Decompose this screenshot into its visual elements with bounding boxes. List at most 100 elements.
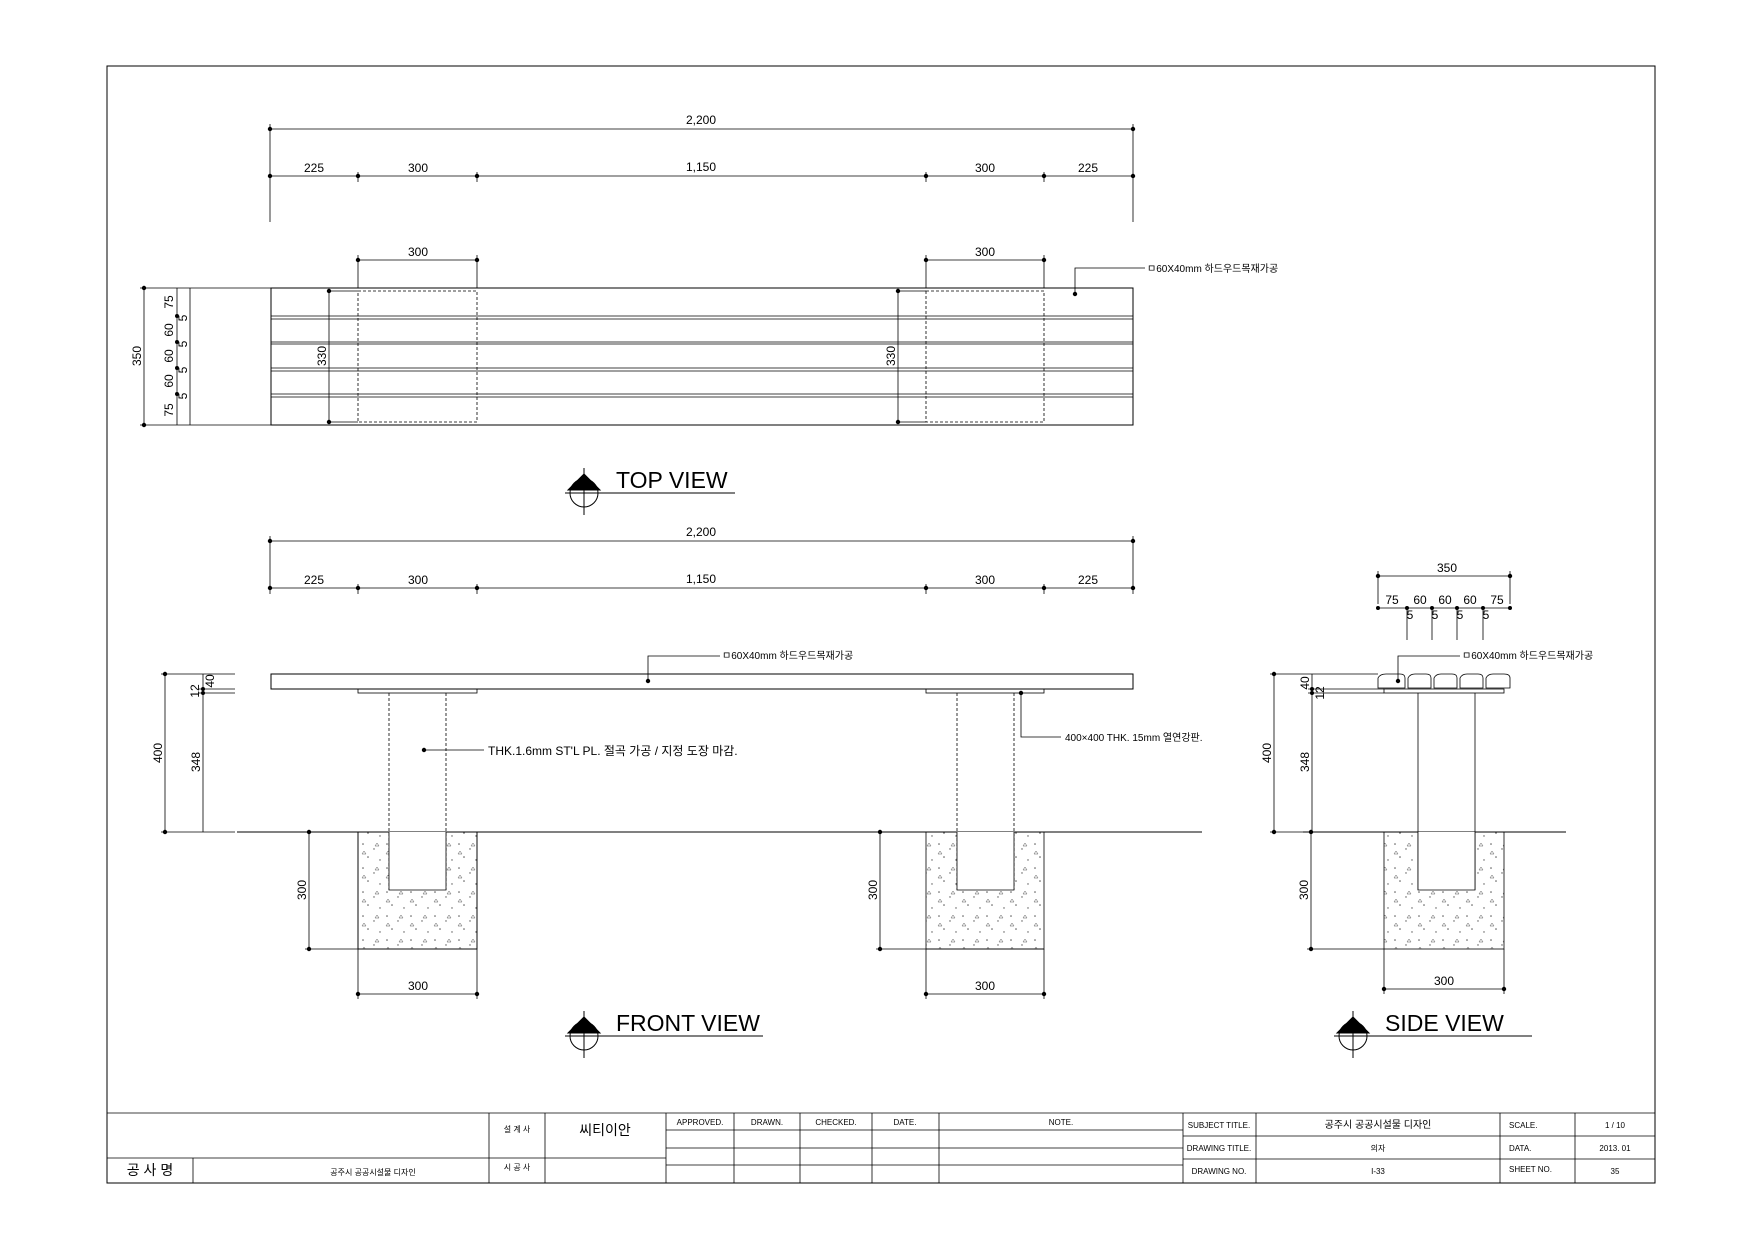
side-slat-60-b: 60 — [1438, 593, 1452, 607]
front-total-dim: 2,200 — [686, 525, 716, 539]
title-block — [107, 1112, 1655, 1183]
data-label: DATA. — [1509, 1144, 1531, 1153]
front-leg-dim-right: 300 — [975, 573, 995, 587]
subject-title-value: 공주시 공공시설물 디자인 — [1325, 1119, 1432, 1131]
side-footing-width: 300 — [1434, 974, 1454, 988]
top-view — [140, 124, 1145, 428]
owner-label: 공 사 명 — [127, 1162, 173, 1178]
drawing-title-value: 의자 — [1371, 1143, 1386, 1153]
approved-label: APPROVED. — [677, 1118, 724, 1127]
front-leg-dim-left: 300 — [408, 573, 428, 587]
front-footing-width-left: 300 — [408, 979, 428, 993]
top-gap-a: 5 — [176, 314, 190, 321]
drawn-label: DRAWN. — [751, 1118, 783, 1127]
front-plate-note: 400×400 THK. 15mm 열연강판. — [1065, 732, 1203, 744]
front-footing-depth-right: 300 — [866, 880, 880, 900]
subject-title-label: SUBJECT TITLE. — [1188, 1121, 1250, 1130]
title-block-labels: 공 사 명 공주시 공공시설물 디자인 설 계 사 씨티이안 시 공 사 APP… — [127, 1118, 1631, 1178]
side-height-total: 400 — [1260, 743, 1274, 763]
date-label: DATE. — [894, 1118, 917, 1127]
top-total-dim: 2,200 — [686, 113, 716, 127]
front-height-total: 400 — [151, 743, 165, 763]
front-post-note: THK.1.6mm ST'L PL. 절곡 가공 / 지정 도장 마감. — [488, 744, 738, 758]
section-marker-icon — [565, 468, 735, 515]
front-footing-width-right: 300 — [975, 979, 995, 993]
top-slat-60-c: 60 — [162, 374, 176, 388]
side-height-seat: 40 — [1298, 676, 1312, 690]
top-span-dim: 1,150 — [686, 160, 716, 174]
side-gap-d: 5 — [1483, 608, 1490, 622]
top-view-label: TOP VIEW — [616, 467, 728, 493]
side-height-post: 348 — [1298, 752, 1312, 772]
side-footing — [1383, 831, 1505, 950]
designer-label: 설 계 사 — [504, 1124, 531, 1134]
front-view-labels: 2,200 225 300 1,150 300 225 400 348 12 4… — [151, 525, 1203, 993]
top-leg-width-left: 300 — [408, 245, 428, 259]
data-value: 2013. 01 — [1599, 1144, 1631, 1153]
top-leg-dim-right: 300 — [975, 161, 995, 175]
top-wood-note: ㅁ60X40mm 하드우드목재가공 — [1147, 262, 1278, 275]
front-view-label: FRONT VIEW — [616, 1010, 760, 1036]
top-view-labels: 2,200 225 300 1,150 300 225 300 300 330 … — [130, 113, 1278, 417]
top-end-dim-left: 225 — [304, 161, 324, 175]
top-gap-b: 5 — [176, 340, 190, 347]
side-width-dim: 350 — [1437, 561, 1457, 575]
side-slat-60-c: 60 — [1463, 593, 1477, 607]
side-slat-75-a: 75 — [1385, 593, 1399, 607]
sheet-border — [106, 65, 1656, 1184]
builder-label: 시 공 사 — [504, 1163, 531, 1172]
front-height-post: 348 — [189, 752, 203, 772]
front-wood-note: ㅁ60X40mm 하드우드목재가공 — [722, 649, 853, 662]
front-height-seat: 40 — [203, 674, 217, 688]
side-view-labels: 350 75 60 60 60 75 5 5 5 5 400 348 40 12… — [1260, 561, 1593, 988]
side-gap-a: 5 — [1407, 608, 1414, 622]
top-slat-75-b: 75 — [162, 403, 176, 417]
side-footing-depth: 300 — [1297, 880, 1311, 900]
sheet-no-value: 35 — [1611, 1167, 1620, 1176]
section-marker-icon — [1334, 1011, 1532, 1058]
top-inner-dim-left: 330 — [315, 346, 329, 366]
front-footing-left — [357, 831, 478, 950]
side-gap-c: 5 — [1457, 608, 1464, 622]
side-gap-b: 5 — [1432, 608, 1439, 622]
side-footing-dims — [1307, 829, 1507, 994]
top-slat-75-a: 75 — [162, 295, 176, 309]
side-view-label: SIDE VIEW — [1385, 1010, 1504, 1036]
top-depth-dim: 350 — [130, 346, 144, 366]
scale-label: SCALE. — [1509, 1121, 1537, 1130]
designer-value: 씨티이안 — [579, 1122, 631, 1138]
side-wood-note: ㅁ60X40mm 하드우드목재가공 — [1462, 649, 1593, 662]
top-slat-60-b: 60 — [162, 349, 176, 363]
section-marker-icon — [565, 1011, 763, 1058]
side-slat-60-a: 60 — [1413, 593, 1427, 607]
top-leg-dim-left: 300 — [408, 161, 428, 175]
drawing-title-label: DRAWING TITLE. — [1187, 1144, 1251, 1153]
owner-value: 공주시 공공시설물 디자인 — [330, 1167, 415, 1177]
front-view — [161, 536, 1202, 890]
front-height-plate: 12 — [188, 684, 202, 698]
note-label: NOTE. — [1049, 1118, 1073, 1127]
top-end-dim-right: 225 — [1078, 161, 1098, 175]
top-slat-60-a: 60 — [162, 323, 176, 337]
checked-label: CHECKED. — [815, 1118, 856, 1127]
side-slat-75-b: 75 — [1490, 593, 1504, 607]
top-leg-width-right: 300 — [975, 245, 995, 259]
front-footing-right — [925, 831, 1045, 950]
front-footing-depth-left: 300 — [295, 880, 309, 900]
side-height-plate: 12 — [1313, 686, 1327, 700]
drawing-no-label: DRAWING NO. — [1192, 1167, 1247, 1176]
top-gap-d: 5 — [176, 392, 190, 399]
front-span-dim: 1,150 — [686, 572, 716, 586]
sheet-no-label: SHEET NO. — [1509, 1165, 1552, 1174]
top-view-title: TOP VIEW — [565, 467, 735, 515]
side-view-title: SIDE VIEW — [1334, 1010, 1532, 1058]
top-inner-dim-right: 330 — [884, 346, 898, 366]
drawing-no-value: I-33 — [1371, 1167, 1385, 1176]
front-end-dim-right: 225 — [1078, 573, 1098, 587]
top-gap-c: 5 — [176, 366, 190, 373]
front-footing-dims — [305, 829, 1047, 999]
front-end-dim-left: 225 — [304, 573, 324, 587]
front-view-title: FRONT VIEW — [565, 1010, 763, 1058]
scale-value: 1 / 10 — [1605, 1121, 1626, 1130]
